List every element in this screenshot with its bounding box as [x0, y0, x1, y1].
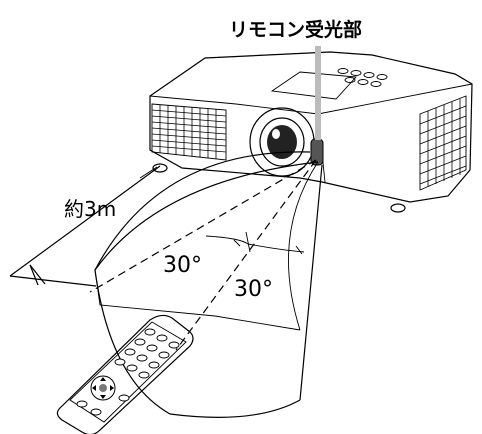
angle-label-left: 30° — [163, 253, 202, 278]
reception-range — [89, 151, 323, 418]
projector — [149, 51, 473, 213]
remote-dpad — [90, 375, 116, 401]
receiver-label: リモコン受光部 — [229, 18, 362, 41]
left-vent — [151, 103, 227, 161]
distance-label: 約3m — [64, 197, 116, 221]
distance-dimension — [9, 165, 161, 287]
lens — [249, 107, 315, 177]
remote-receiver-window — [310, 138, 324, 166]
control-panel — [337, 68, 388, 87]
remote-control — [56, 314, 194, 434]
angle-label-right: 30° — [234, 277, 273, 302]
right-vent — [419, 95, 467, 191]
